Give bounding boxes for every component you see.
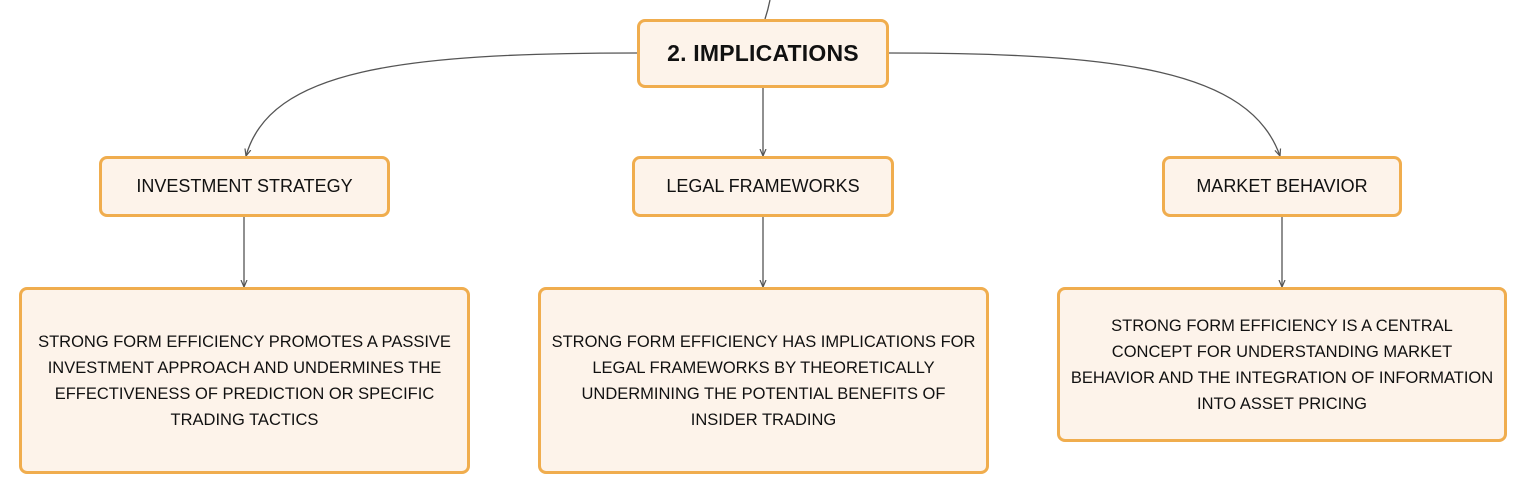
incoming-connector xyxy=(764,0,771,20)
description-text: STRONG FORM EFFICIENCY PROMOTES A PASSIV… xyxy=(38,332,451,429)
description-node-market-behavior[interactable]: STRONG FORM EFFICIENCY IS A CENTRAL CONC… xyxy=(1057,287,1507,442)
root-node-label: 2. IMPLICATIONS xyxy=(667,40,859,66)
branch-node-label: MARKET BEHAVIOR xyxy=(1196,176,1368,196)
connector-root-investment xyxy=(246,52,638,156)
root-node-implications[interactable]: 2. IMPLICATIONS xyxy=(637,19,889,88)
description-text: STRONG FORM EFFICIENCY IS A CENTRAL CONC… xyxy=(1070,316,1494,413)
branch-node-market-behavior[interactable]: MARKET BEHAVIOR xyxy=(1162,156,1402,217)
branch-node-investment-strategy[interactable]: INVESTMENT STRATEGY xyxy=(99,156,390,217)
branch-node-legal-frameworks[interactable]: LEGAL FRAMEWORKS xyxy=(632,156,894,217)
branch-node-label: LEGAL FRAMEWORKS xyxy=(666,176,860,196)
description-text: STRONG FORM EFFICIENCY HAS IMPLICATIONS … xyxy=(551,332,976,429)
description-node-legal-frameworks[interactable]: STRONG FORM EFFICIENCY HAS IMPLICATIONS … xyxy=(538,287,989,474)
connector-root-market xyxy=(888,52,1280,156)
branch-node-label: INVESTMENT STRATEGY xyxy=(136,176,353,196)
description-node-investment-strategy[interactable]: STRONG FORM EFFICIENCY PROMOTES A PASSIV… xyxy=(19,287,470,474)
